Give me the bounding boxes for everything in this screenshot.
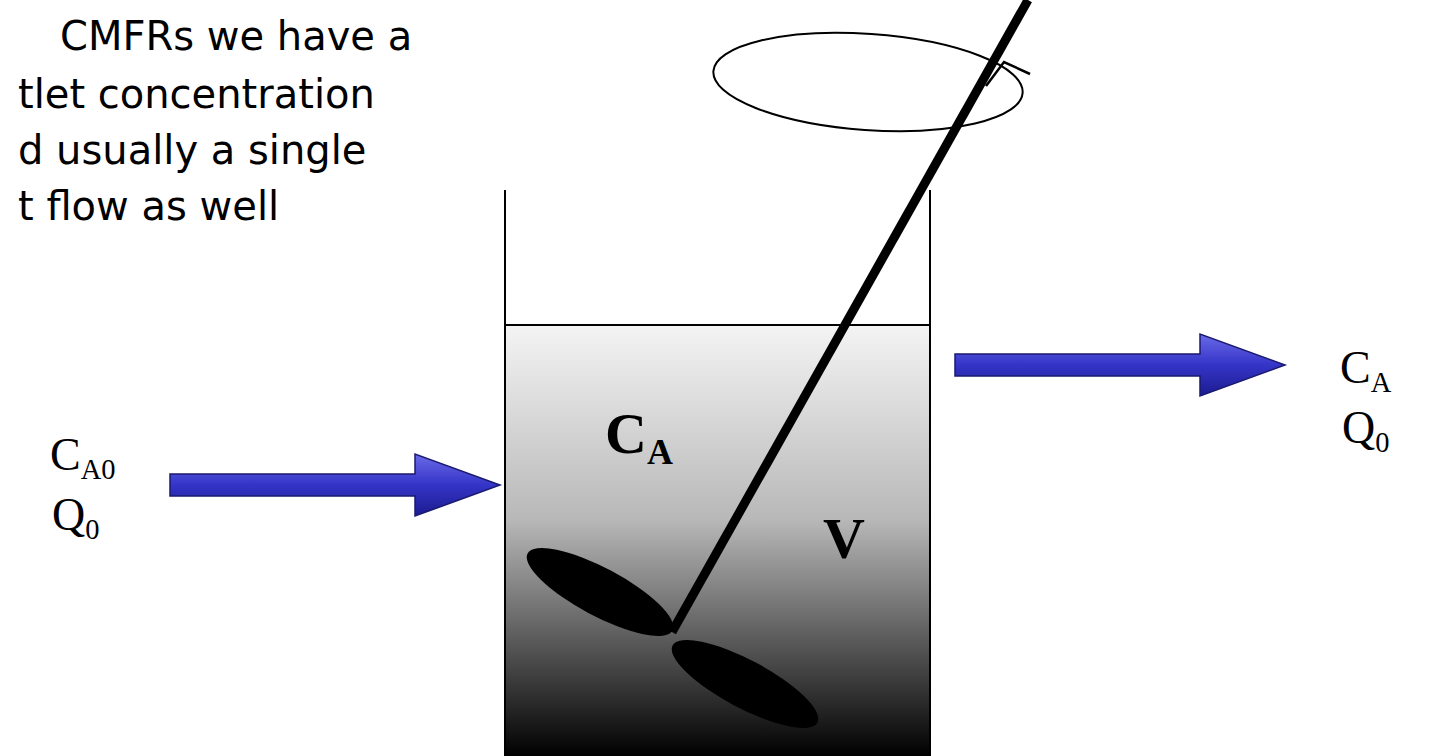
inlet-flow: Q0 (52, 492, 100, 538)
note-text: d usually a single (18, 126, 366, 174)
impeller-blade (661, 624, 828, 743)
tank-volume: V (823, 510, 865, 568)
stirrer-shaft (672, 0, 1028, 632)
note-text: t flow as well (18, 182, 279, 230)
note-text: CMFRs we have a (60, 12, 412, 60)
liquid-volume (505, 325, 930, 756)
inlet-concentration: CA0 (50, 432, 116, 478)
inlet-arrow (170, 454, 500, 516)
outlet-flow: Q0 (1342, 405, 1390, 451)
outlet-concentration: CA (1340, 345, 1391, 391)
outlet-arrow (955, 334, 1285, 396)
reactor-tank: CA V (505, 325, 930, 756)
note-text: tlet concentration (18, 70, 375, 118)
impeller-blade (516, 532, 683, 651)
tank-concentration: CA (605, 405, 673, 463)
